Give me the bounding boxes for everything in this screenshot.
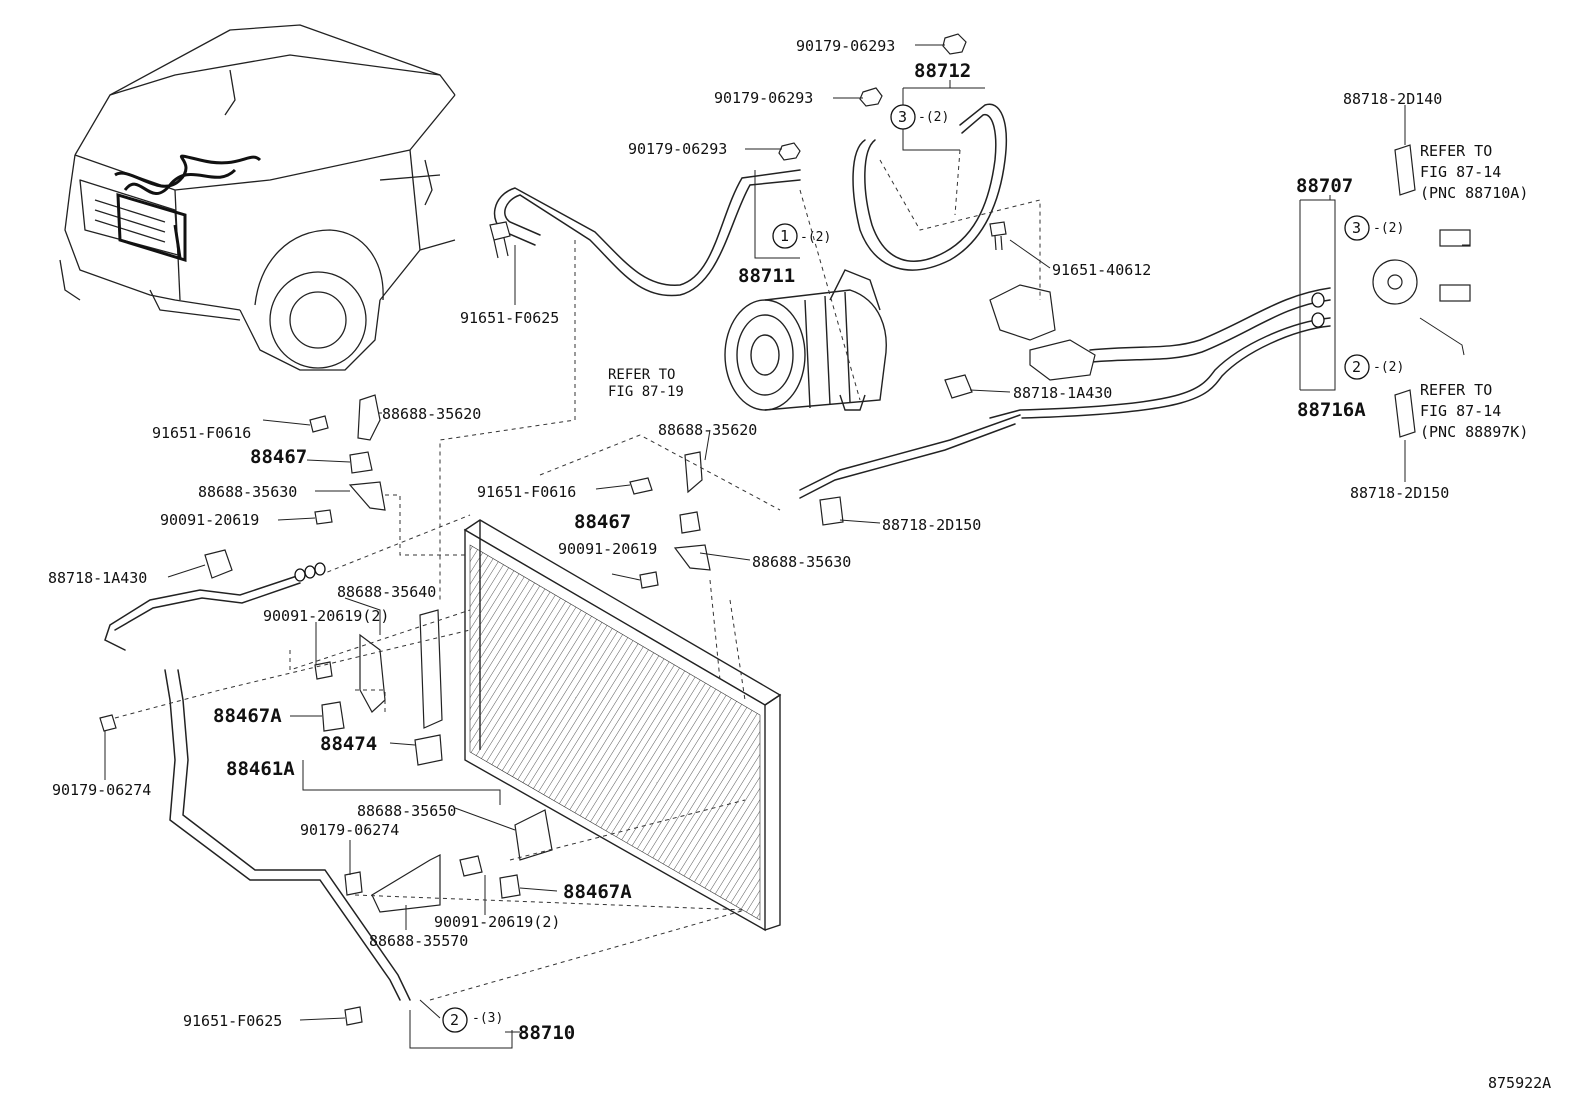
vehicle-illustration [59, 24, 456, 371]
callout-3-top-qty: -(2) [918, 110, 949, 125]
label-88688-35630-a: 88688-35630 [198, 483, 297, 501]
label-88688-35650: 88688-35650 [357, 802, 456, 820]
label-88467a-b: 88467A [563, 881, 632, 903]
label-88707: 88707 [1296, 175, 1353, 197]
label-88718-2d150-a: 88718-2D150 [1350, 484, 1449, 502]
label-88467a-a: 88467A [213, 705, 282, 727]
label-91651-f0625-b: 91651-F0625 [183, 1012, 282, 1030]
pipes [104, 103, 1331, 1001]
callout-3-right [1344, 215, 1370, 241]
label-88688-35570: 88688-35570 [369, 932, 468, 950]
label-91651-f0625-a: 91651-F0625 [460, 309, 559, 327]
label-88710: 88710 [518, 1022, 575, 1044]
label-88688-35630-b: 88688-35630 [752, 553, 851, 571]
label-refer-comp-1: REFER TO [608, 367, 675, 383]
label-91651-f0616-a: 91651-F0616 [152, 424, 251, 442]
label-88688-35640: 88688-35640 [337, 583, 436, 601]
label-88467-a: 88467 [250, 446, 307, 468]
label-91651-40612: 91651-40612 [1052, 261, 1151, 279]
callout-2-bottom-qty: -(3) [472, 1011, 503, 1026]
callout-2-bottom-num: 2 [450, 1011, 459, 1029]
label-88461a: 88461A [226, 758, 295, 780]
label-90091-20619-2a: 90091-20619(2) [263, 607, 389, 625]
label-90179-06293-a: 90179-06293 [796, 37, 895, 55]
callout-1-qty: -(2) [800, 230, 831, 245]
label-refer-comp-2: FIG 87-19 [608, 384, 684, 400]
label-88711: 88711 [738, 265, 795, 287]
label-88467-b: 88467 [574, 511, 631, 533]
callout-2-right-num: 2 [1352, 358, 1361, 376]
callout-1-num: 1 [780, 227, 789, 245]
label-88688-35620-b: 88688-35620 [658, 421, 757, 439]
label-refer-top-1: REFER TO [1420, 142, 1492, 160]
ac-compressor [724, 269, 887, 411]
label-refer-top-3: (PNC 88710A) [1420, 184, 1528, 202]
leader-lines [104, 44, 1470, 1049]
label-90179-06293-b: 90179-06293 [714, 89, 813, 107]
label-refer-bot-1: REFER TO [1420, 381, 1492, 399]
label-90091-20619-2b: 90091-20619(2) [434, 913, 560, 931]
callout-2-right-qty: -(2) [1373, 360, 1404, 375]
label-88718-1a430-b: 88718-1A430 [48, 569, 147, 587]
dashed-lines [114, 149, 1041, 1001]
label-90179-06274-b: 90179-06274 [300, 821, 399, 839]
label-90179-06274-a: 90179-06274 [52, 781, 151, 799]
label-88688-35620-a: 88688-35620 [382, 405, 481, 423]
label-88718-2d140: 88718-2D140 [1343, 90, 1442, 108]
condenser [463, 519, 782, 932]
callout-1 [772, 223, 798, 249]
label-90091-20619-a: 90091-20619 [160, 511, 259, 529]
label-refer-top-2: FIG 87-14 [1420, 163, 1501, 181]
label-88712: 88712 [914, 60, 971, 82]
label-88716a: 88716A [1297, 399, 1366, 421]
small-parts [99, 33, 1471, 1026]
diagram-id: 875922A [1488, 1074, 1551, 1092]
callout-2-bottom [442, 1007, 468, 1033]
label-88718-2d150-b: 88718-2D150 [882, 516, 981, 534]
callout-3-top-num: 3 [898, 108, 907, 126]
label-90179-06293-c: 90179-06293 [628, 140, 727, 158]
label-refer-bot-3: (PNC 88897K) [1420, 423, 1528, 441]
vehicle-ac-lines [114, 154, 262, 263]
callout-2-right [1344, 354, 1370, 380]
label-refer-bot-2: FIG 87-14 [1420, 402, 1501, 420]
callout-3-right-num: 3 [1352, 219, 1361, 237]
label-91651-f0616-b: 91651-F0616 [477, 483, 576, 501]
callouts [294, 104, 1370, 1033]
callout-3-right-qty: -(2) [1373, 221, 1404, 236]
labels: 90179-06293 88712 90179-06293 90179-0629… [48, 37, 1551, 1092]
label-88718-1a430-a: 88718-1A430 [1013, 384, 1112, 402]
callout-3-top [890, 104, 916, 130]
label-88474: 88474 [320, 733, 377, 755]
label-90091-20619-b: 90091-20619 [558, 540, 657, 558]
